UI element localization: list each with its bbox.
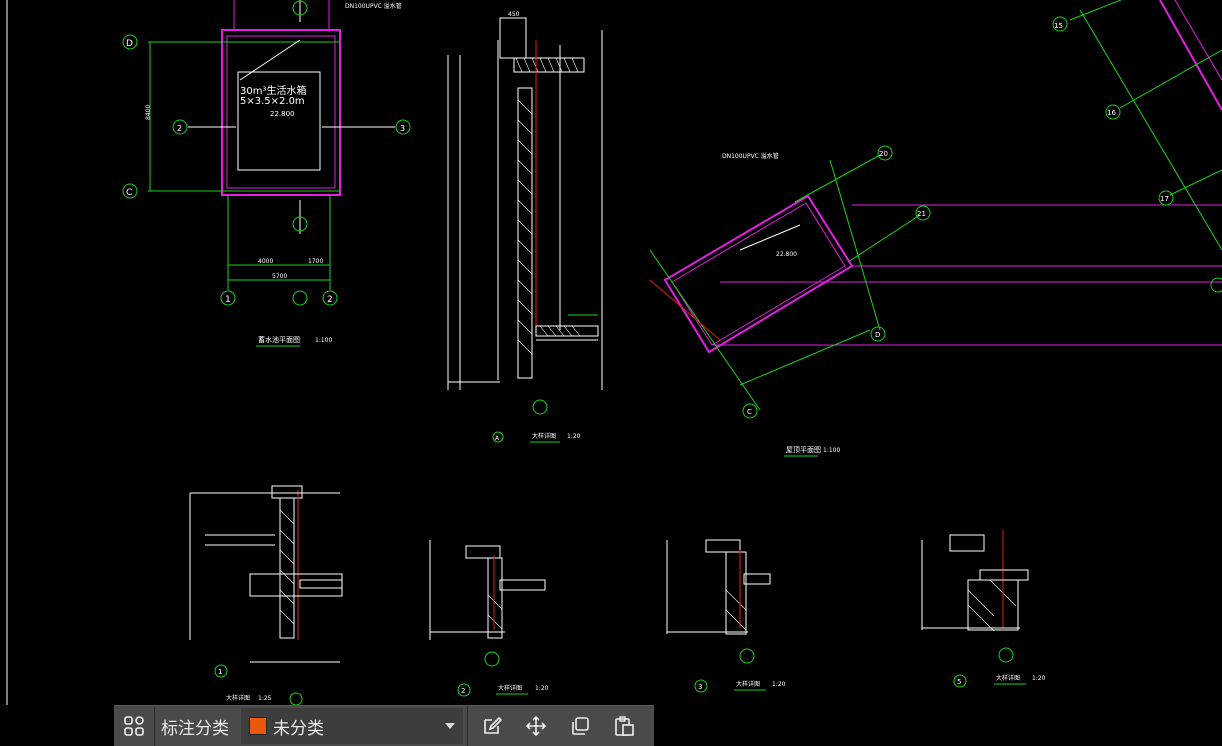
category-dropdown[interactable]: 未分类 [241, 708, 463, 744]
axis-label: 20 [879, 150, 888, 158]
level-mark: 22.800 [270, 110, 295, 118]
category-value: 未分类 [273, 718, 324, 739]
chevron-down-icon [445, 723, 455, 729]
view-scale: 1:25 [258, 695, 272, 702]
axis-label: C [126, 188, 132, 198]
pipe-note: DN100UPVC 溢水管 [722, 152, 779, 160]
view-scale: 1:20 [567, 433, 581, 440]
roof-plan-view: 15 16 17 20 21 D C DN100UPVC 溢水管 22.800 … [649, 0, 1222, 457]
tank-plan-view: 30m³生活水箱 5×3.5×2.0m 22.800 8400 4000 170… [122, 0, 411, 347]
axis-label: 15 [1054, 22, 1063, 30]
view-scale: 1:100 [315, 337, 332, 344]
level-mark: 22.800 [776, 251, 797, 258]
detail-1-view: 1 大样详图 1:25 [189, 485, 343, 706]
grid-apps-icon [124, 716, 144, 736]
annotation-toolbar: 标注分类 未分类 [114, 705, 654, 746]
annotation-category-label: 标注分类 [161, 718, 229, 739]
view-title: 蓄水池平面图 [258, 335, 300, 344]
dim-text: 8400 [145, 105, 152, 120]
toolbar-divider [467, 706, 468, 746]
view-scale: 1:20 [772, 681, 786, 688]
copy-button[interactable] [560, 706, 600, 746]
axis-label: 17 [1160, 195, 1169, 203]
detail-2-view: 2 大样详图 1:20 [429, 540, 549, 697]
detail-marker: 5 [957, 678, 961, 686]
dim-text: 450 [508, 11, 520, 18]
grid-apps-button[interactable] [114, 706, 154, 746]
detail-3-view: 3 大样详图 1:20 [666, 539, 786, 693]
axis-label: D [875, 331, 880, 339]
dim-text: 1700 [308, 258, 323, 265]
move-icon [525, 715, 547, 737]
view-scale: 1:100 [823, 447, 840, 454]
view-title: 大样详图 [736, 680, 760, 688]
category-color-swatch [249, 717, 267, 735]
axis-label: D [126, 39, 133, 49]
axis-label: 1 [225, 295, 231, 305]
axis-label: 2 [327, 295, 333, 305]
edit-button[interactable] [472, 706, 512, 746]
paste-button[interactable] [604, 706, 644, 746]
axis-label: 2 [177, 124, 182, 133]
detail-marker: 3 [698, 683, 702, 691]
view-title: 大样详图 [498, 684, 522, 692]
tank-note: 30m³生活水箱 [240, 84, 306, 97]
axis-label: 16 [1107, 109, 1116, 117]
pipe-note: DN100UPVC 溢水管 [345, 2, 402, 10]
section-a-view: A 大样详图 1:20 450 [447, 11, 603, 443]
view-title: 大样详图 [532, 432, 556, 440]
toolbar-divider [154, 706, 155, 746]
edit-icon [484, 716, 503, 734]
detail-marker: 2 [461, 687, 465, 695]
tank-size: 5×3.5×2.0m [240, 96, 305, 107]
detail-5-view: 5 大样详图 1:20 [921, 530, 1046, 688]
paste-icon [615, 716, 634, 736]
dim-text: 4000 [258, 258, 273, 265]
axis-label: 3 [400, 124, 405, 133]
axis-label: 21 [917, 210, 926, 218]
move-button[interactable] [516, 706, 556, 746]
view-scale: 1:20 [1032, 675, 1046, 682]
view-title: 大样详图 [996, 674, 1020, 682]
view-title: 屋顶平面图 [786, 446, 821, 454]
view-scale: 1:20 [535, 685, 549, 692]
axis-label: C [747, 408, 752, 416]
detail-marker: 1 [218, 668, 222, 676]
view-title: 大样详图 [226, 694, 250, 702]
dim-text: 5700 [272, 273, 287, 280]
section-marker: A [495, 435, 500, 442]
copy-icon [572, 717, 589, 735]
